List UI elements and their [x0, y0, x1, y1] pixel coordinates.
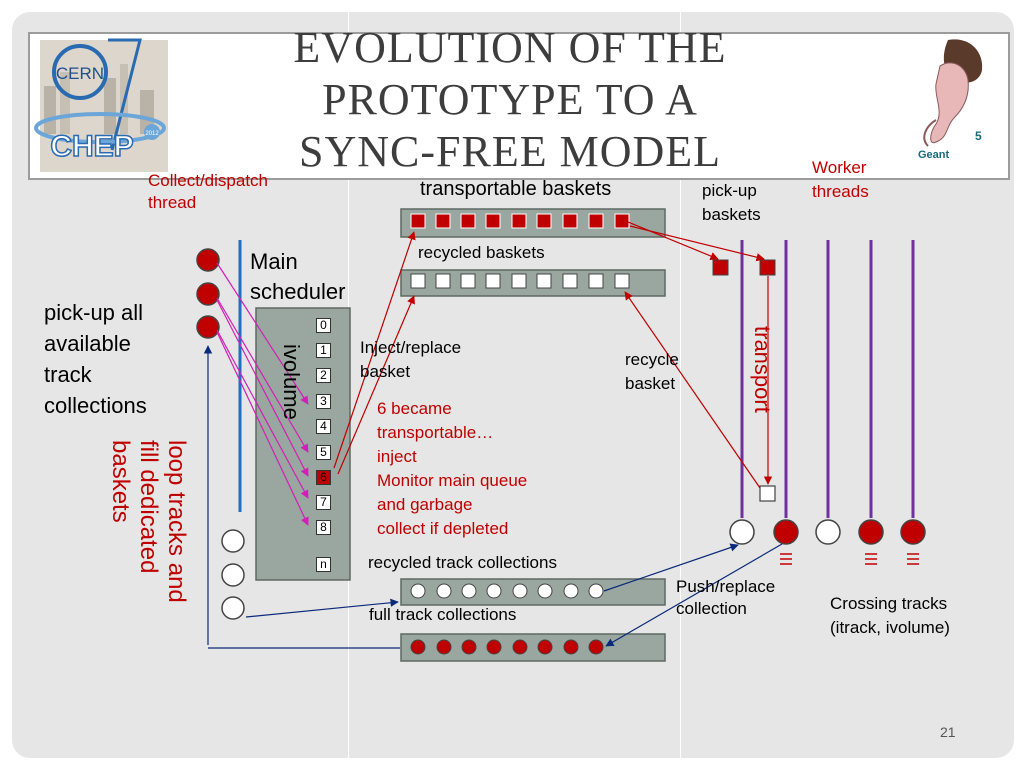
chep-logo-text: CHEP — [50, 130, 133, 163]
title-line: PROTOTYPE TO A — [322, 75, 698, 124]
scheduler-slot-1: 1 — [316, 343, 331, 358]
crossing-track-markers — [780, 553, 919, 565]
title-line: SYNC-FREE MODEL — [298, 127, 722, 176]
recycled-baskets-queue — [400, 269, 666, 297]
pickup-basket — [759, 259, 776, 276]
crossing-tracks-label: Crossing tracks(itrack, ivolume) — [830, 594, 950, 637]
ivolume-label: ivolume — [279, 344, 304, 420]
title-line: EVOLUTION OF THE — [293, 23, 727, 72]
dispatch-arrows — [216, 262, 309, 526]
geant-logo: Geant 5 — [908, 34, 992, 166]
scheduler-slot-2: 2 — [316, 368, 331, 383]
scheduler-slot-5: 5 — [316, 445, 331, 460]
worker-thread-lines — [740, 240, 915, 518]
title-bar — [28, 32, 1010, 180]
pickup-basket — [712, 259, 729, 276]
scheduler-slot-3: 3 — [316, 394, 331, 409]
dispatcher-empty-collections — [221, 529, 245, 620]
recycled-track-collections-queue — [400, 578, 666, 606]
recycled-baskets-label: recycled baskets — [418, 243, 545, 262]
recycle-basket — [759, 485, 776, 502]
worker-track-collections — [729, 519, 926, 545]
geant-logo-text: Geant — [918, 149, 950, 161]
full-track-collections-queue — [400, 633, 666, 662]
collection-flow-arrows — [208, 543, 783, 649]
background-divider — [680, 12, 681, 758]
page-number: 21 — [940, 724, 956, 740]
scheduler-slot-4: 4 — [316, 419, 331, 434]
scheduler-slot-0: 0 — [316, 318, 331, 333]
cern-logo-text: CERN — [56, 64, 104, 83]
chep-year-badge: 2012 — [145, 131, 159, 137]
basket-flow-arrows — [203, 221, 773, 645]
transportable-note: 6 became transportable… inject Monitor m… — [377, 399, 528, 538]
slide-title: EVOLUTION OF THE PROTOTYPE TO A SYNC-FRE… — [230, 22, 790, 178]
full-track-collections-label: full track collections — [369, 605, 517, 624]
cern-chep-logo: CERN CHEP 2012 — [34, 38, 168, 172]
geant-logo-digit: 5 — [975, 129, 982, 143]
transport-label: transport — [750, 326, 775, 413]
dispatcher-full-collections — [196, 248, 220, 339]
scheduler-slot-n: n — [316, 557, 331, 572]
scheduler-slot-7: 7 — [316, 495, 331, 510]
transportable-baskets-queue — [400, 208, 666, 238]
transportable-baskets-label: transportable baskets — [420, 178, 612, 200]
recycled-track-collections-label: recycled track collections — [368, 553, 557, 572]
scheduler-slot-8: 8 — [316, 520, 331, 535]
scheduler-slot-6: 6 — [316, 470, 331, 485]
